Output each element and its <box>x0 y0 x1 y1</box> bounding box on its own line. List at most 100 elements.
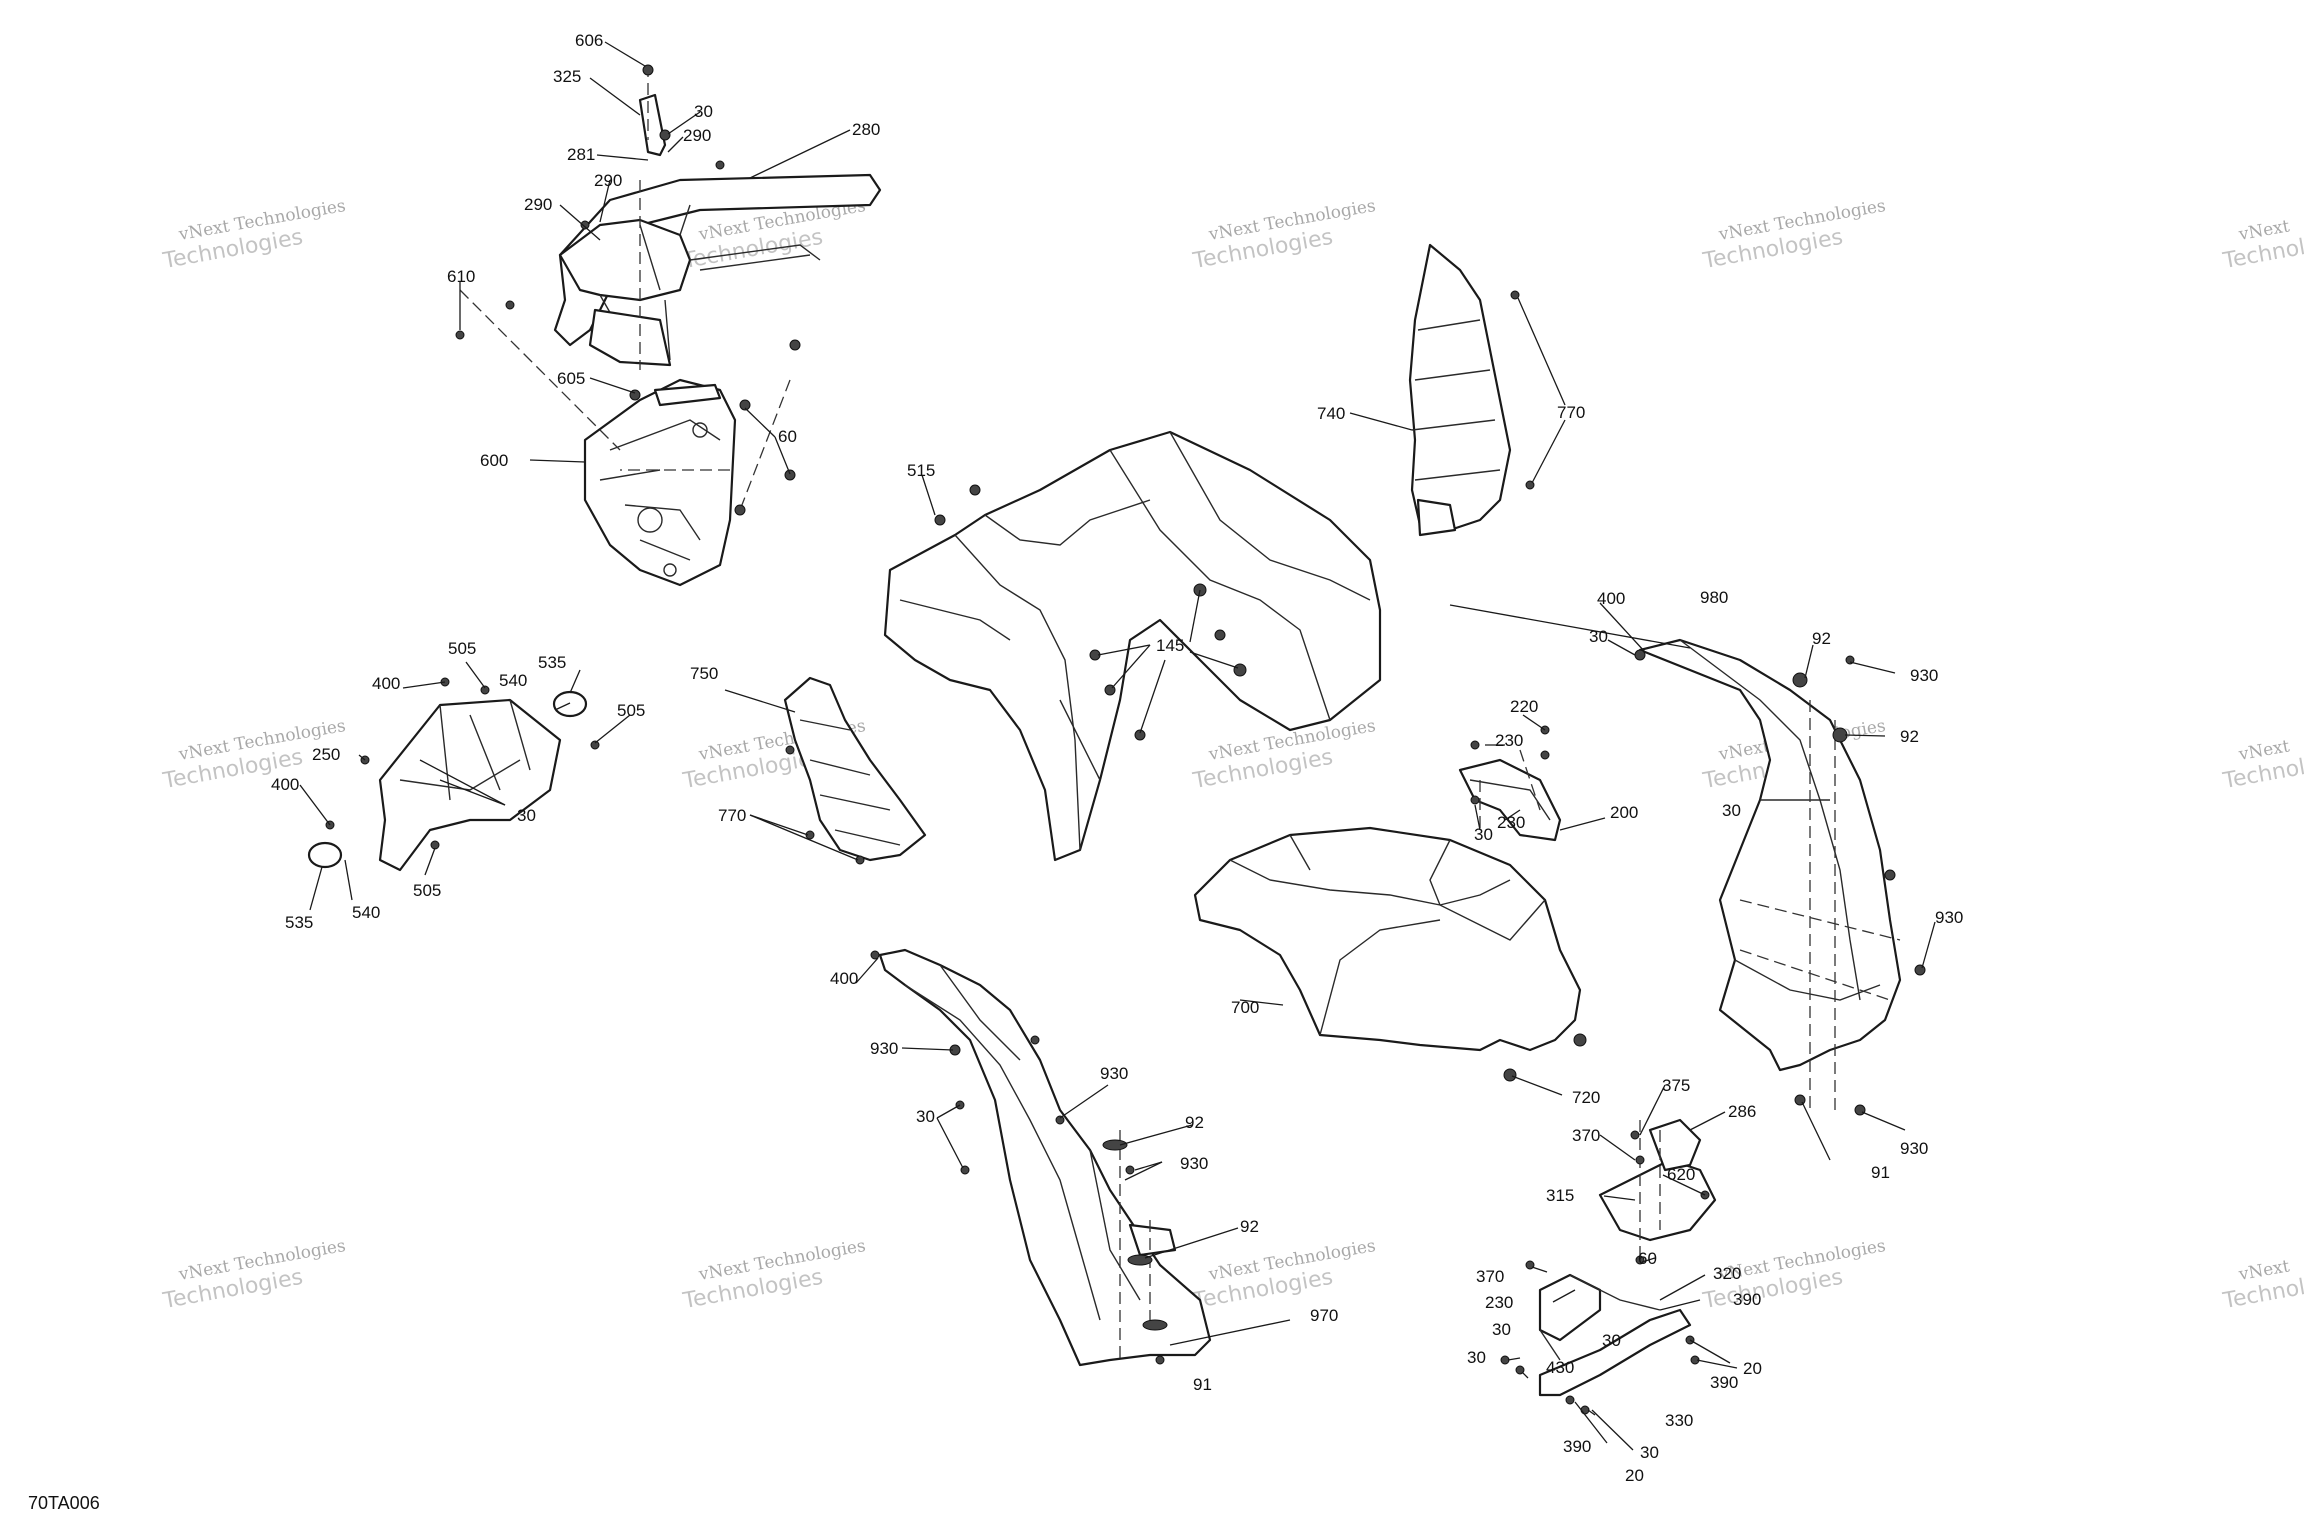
nut-icon <box>784 469 796 481</box>
watermark: vNext Technologies <box>2220 216 2304 274</box>
air-duct-part <box>783 676 927 862</box>
bolt-icon <box>1580 1405 1590 1415</box>
callout-label: 970 <box>1310 1306 1338 1325</box>
callout-label: 250 <box>312 745 340 764</box>
bolt-icon <box>1030 1035 1040 1045</box>
bolt-icon <box>1630 1130 1640 1140</box>
bolt-icon <box>1470 740 1480 750</box>
callout-label: 91 <box>1193 1375 1212 1394</box>
bolt-icon <box>785 745 795 755</box>
callout-label: 515 <box>907 461 935 480</box>
left-fender-part <box>878 948 1212 1367</box>
watermark: vNext Technologies Technologies <box>1190 196 1377 274</box>
callout-label: 145 <box>1156 636 1184 655</box>
callout-label: 505 <box>617 701 645 720</box>
bolt-icon <box>430 840 440 850</box>
rear-bracket-part <box>1538 1118 1717 1397</box>
support-bracket-part <box>583 378 737 587</box>
callout-label: 535 <box>285 913 313 932</box>
bolt-icon <box>1470 795 1480 805</box>
callout-label: 30 <box>1589 627 1608 646</box>
bolt-icon <box>1055 1115 1065 1125</box>
callout-label: 325 <box>553 67 581 86</box>
callout-labels: 606 325 30 280 281 290 290 290 610 605 6… <box>271 31 1963 1485</box>
callout-label: 30 <box>1492 1320 1511 1339</box>
callout-label: 400 <box>1597 589 1625 608</box>
callout-label: 370 <box>1476 1267 1504 1286</box>
bolt-icon <box>1635 1155 1645 1165</box>
bolt-icon <box>642 64 654 76</box>
callout-label: 290 <box>594 171 622 190</box>
washer-icon <box>1142 1319 1168 1331</box>
bolt-icon <box>1634 649 1646 661</box>
nut-icon <box>734 504 746 516</box>
nut-icon <box>1884 869 1896 881</box>
callout-label: 370 <box>1572 1126 1600 1145</box>
callout-label: 620 <box>1667 1165 1695 1184</box>
fasteners <box>325 64 1926 1415</box>
callout-label: 60 <box>778 427 797 446</box>
callout-label: 200 <box>1610 803 1638 822</box>
nut-icon <box>739 399 751 411</box>
callout-label: 930 <box>1900 1139 1928 1158</box>
bolt-icon <box>969 484 981 496</box>
callout-label: 540 <box>352 903 380 922</box>
callout-label: 30 <box>1467 1348 1486 1367</box>
assembly-lines <box>459 65 1901 1360</box>
callout-label: 286 <box>1728 1102 1756 1121</box>
callout-label: 400 <box>372 674 400 693</box>
watermark: vNext Technologies Technologies <box>680 1236 867 1314</box>
callout-label: 290 <box>683 126 711 145</box>
watermark: vNext Technologies Technologies <box>160 1236 347 1314</box>
callout-label: 720 <box>1572 1088 1600 1107</box>
headlight-housing-part <box>307 690 588 872</box>
callout-label: 30 <box>694 102 713 121</box>
callout-label: 600 <box>480 451 508 470</box>
bolt-icon <box>590 740 600 750</box>
callout-label: 20 <box>1743 1359 1762 1378</box>
callout-label: 92 <box>1900 727 1919 746</box>
leader-lines <box>299 41 1936 1451</box>
callout-label: 770 <box>718 806 746 825</box>
watermark: vNext Technologies <box>2220 1256 2304 1314</box>
front-fascia-part <box>883 430 1382 862</box>
callout-label: 430 <box>1546 1358 1574 1377</box>
washer-icon <box>1792 672 1808 688</box>
callout-label: 290 <box>524 195 552 214</box>
callout-label: 390 <box>1733 1290 1761 1309</box>
bolt-icon <box>870 950 880 960</box>
nut-icon <box>789 339 801 351</box>
callout-label: 30 <box>517 806 536 825</box>
washer-icon <box>1102 1139 1128 1151</box>
callout-label: 30 <box>1722 801 1741 820</box>
callout-label: 320 <box>1713 1264 1741 1283</box>
bolt-icon <box>1540 750 1550 760</box>
callout-label: 220 <box>1510 697 1538 716</box>
callout-label: 930 <box>1180 1154 1208 1173</box>
callout-label: 400 <box>271 775 299 794</box>
bolt-icon <box>580 220 590 230</box>
callout-label: 740 <box>1317 404 1345 423</box>
bolt-icon <box>1155 1355 1165 1365</box>
watermark: vNext Technologies Technologies <box>160 196 347 274</box>
callout-label: 700 <box>1231 998 1259 1017</box>
callout-label: 930 <box>1100 1064 1128 1083</box>
nut-icon <box>1854 1104 1866 1116</box>
bolt-icon <box>1565 1395 1575 1405</box>
bolt-icon <box>855 855 865 865</box>
bolt-icon <box>455 330 465 340</box>
callout-label: 20 <box>1625 1466 1644 1485</box>
bolt-icon <box>805 830 815 840</box>
nut-icon <box>1233 663 1247 677</box>
callout-label: 390 <box>1710 1373 1738 1392</box>
callout-label: 230 <box>1485 1293 1513 1312</box>
washer-icon <box>1832 727 1848 743</box>
callout-label: 930 <box>1935 908 1963 927</box>
callout-label: 390 <box>1563 1437 1591 1456</box>
nut-icon <box>1214 629 1226 641</box>
watermark: vNext Technologies Technologies <box>1190 1236 1377 1314</box>
callout-label: 92 <box>1240 1217 1259 1236</box>
nut-icon <box>1503 1068 1517 1082</box>
callout-label: 91 <box>1871 1163 1890 1182</box>
